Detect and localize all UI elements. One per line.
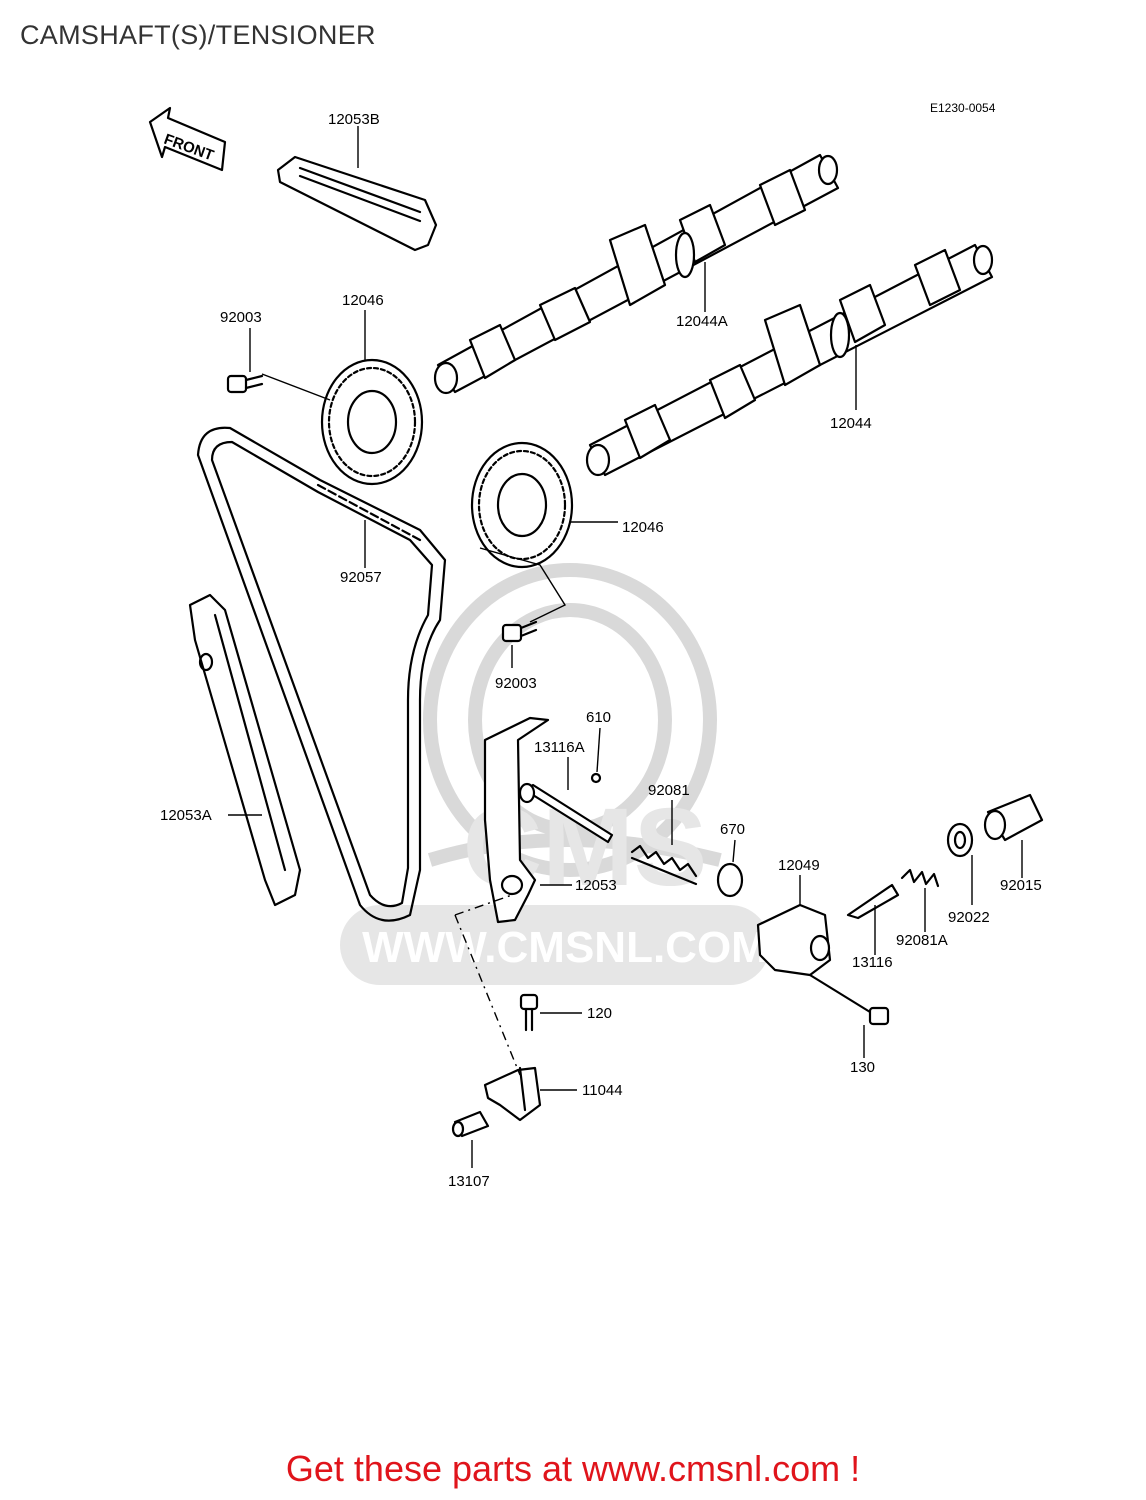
page-title: CAMSHAFT(S)/TENSIONER: [20, 20, 376, 50]
bracket-screw: [519, 993, 539, 1032]
tensioner-spring: [630, 844, 698, 886]
chain-tensioner-arm: [483, 716, 550, 924]
part-label-92057[interactable]: 92057: [340, 569, 382, 586]
part-label-12046-upper[interactable]: 12046: [342, 292, 384, 309]
part-label-92015[interactable]: 92015: [1000, 877, 1042, 894]
part-label-13107[interactable]: 13107: [448, 1173, 490, 1190]
cam-sprocket-intake: [470, 441, 574, 569]
part-label-92003-upper[interactable]: 92003: [220, 309, 262, 326]
part-label-11044[interactable]: 11044: [582, 1082, 623, 1099]
cam-chain: [196, 426, 447, 922]
top-chain-guide: [276, 155, 438, 252]
cam-sprocket-exhaust: [320, 358, 424, 486]
sprocket-bolt-lower: [501, 620, 538, 643]
sealing-washer: [946, 822, 974, 858]
watermark-logo: [340, 563, 770, 985]
part-label-12053B[interactable]: 12053B: [328, 111, 380, 128]
diagram-code: E1230-0054: [930, 101, 996, 115]
part-label-12053A[interactable]: 12053A: [160, 807, 212, 824]
part-label-12049[interactable]: 12049: [778, 857, 820, 874]
part-label-12044[interactable]: 12044: [830, 415, 872, 432]
camshaft-intake: [585, 243, 994, 477]
o-ring: [716, 862, 744, 898]
part-label-610[interactable]: 610: [586, 709, 611, 726]
part-label-92081[interactable]: 92081: [648, 782, 690, 799]
part-label-130[interactable]: 130: [850, 1059, 875, 1076]
part-label-92081A[interactable]: 92081A: [896, 932, 948, 949]
tensioner-cap-bolt: [983, 793, 1044, 842]
sprocket-bolt-upper: [226, 374, 264, 394]
part-label-92003-lower[interactable]: 92003: [495, 675, 537, 692]
camshaft-exhaust: [433, 153, 840, 395]
chain-guide-left: [188, 593, 302, 907]
dowel-pin: [451, 1110, 490, 1138]
tensioner-body: [756, 903, 832, 977]
watermark-url: WWW.CMSNL.COM: [362, 923, 768, 972]
part-label-92022[interactable]: 92022: [948, 909, 990, 926]
part-label-13116[interactable]: 13116: [852, 954, 893, 971]
tensioner-push-rod: [518, 782, 614, 844]
front-arrow-icon: [148, 106, 227, 172]
part-label-12044A[interactable]: 12044A: [676, 313, 728, 330]
tensioner-plunger: [846, 883, 900, 920]
tensioner-mount-bolt: [808, 973, 890, 1026]
part-label-12046-lower[interactable]: 12046: [622, 519, 664, 536]
tensioner-bracket: [483, 1066, 542, 1122]
part-label-12053[interactable]: 12053: [575, 877, 617, 894]
footer-link[interactable]: Get these parts at www.cmsnl.com !: [285, 1448, 861, 1489]
part-label-120[interactable]: 120: [587, 1005, 612, 1022]
part-label-670[interactable]: 670: [720, 821, 745, 838]
tensioner-small-spring: [900, 868, 940, 888]
retaining-pin: [590, 772, 602, 784]
part-label-13116A[interactable]: 13116A: [534, 739, 585, 756]
